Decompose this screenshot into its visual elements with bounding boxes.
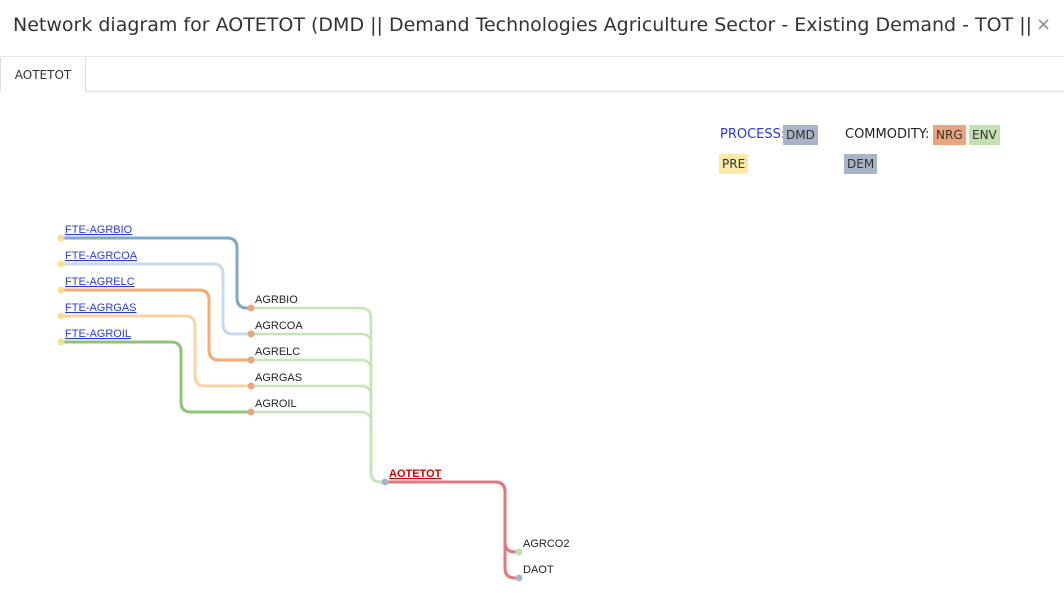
commodity-label-agroil: AGROIL [255, 398, 297, 410]
process-label-fte-agrcoa: FTE-AGRCOA [65, 250, 138, 262]
node-daot [515, 574, 523, 582]
node-agroil [247, 408, 255, 416]
commodity-label-daot: DAOT [523, 564, 554, 576]
process-label-fte-agrbio: FTE-AGRBIO [65, 224, 133, 236]
node-agrco2 [515, 548, 523, 556]
link-fte-agrelc [61, 288, 251, 362]
legend-badge-dmd: DMD [783, 125, 818, 145]
node-fte-agrgas [57, 312, 65, 320]
node-fte-agroil [57, 338, 65, 346]
process-label-fte-agroil: FTE-AGROIL [65, 328, 131, 340]
link-fte-agrbio [61, 236, 251, 310]
close-icon[interactable]: × [1036, 14, 1052, 35]
link-agroil-to-focus [251, 410, 385, 484]
node-agrelc [247, 356, 255, 364]
node-agrcoa [247, 330, 255, 338]
link-fte-agrcoa [61, 262, 251, 336]
node-fte-agrbio [57, 234, 65, 242]
focus-process-label: AOTETOT [389, 468, 442, 480]
commodity-label-agrbio: AGRBIO [255, 294, 298, 306]
legend-badge-pre: PRE [719, 154, 749, 174]
legend-badge-dem: DEM [844, 154, 878, 174]
title-bar: Network diagram for AOTETOT (DMD || Dema… [0, 0, 1064, 57]
commodity-label-agrco2: AGRCO2 [523, 538, 569, 550]
legend-commodity-label: COMMODITY: [845, 127, 930, 142]
link-fte-agrgas [61, 314, 251, 388]
commodity-label-agrcoa: AGRCOA [255, 320, 303, 332]
legend-badge-nrg: NRG [933, 125, 966, 145]
process-label-fte-agrelc: FTE-AGRELC [65, 276, 135, 288]
node-fte-agrelc [57, 286, 65, 294]
node-agrgas [247, 382, 255, 390]
link-fte-agroil [61, 340, 251, 414]
tab-aotetot[interactable]: AOTETOT [0, 58, 86, 92]
commodity-label-agrelc: AGRELC [255, 346, 300, 358]
commodity-label-agrgas: AGRGAS [255, 372, 302, 384]
legend-process-label: PROCESS: [720, 127, 786, 142]
legend-badge-env: ENV [969, 125, 1000, 145]
tab-bar: AOTETOT [0, 58, 1064, 92]
link-focus-to-agrco2 [385, 480, 519, 554]
window-title: Network diagram for AOTETOT (DMD || Dema… [13, 14, 1033, 36]
node-fte-agrcoa [57, 260, 65, 268]
link-focus-to-daot [385, 480, 519, 580]
process-label-fte-agrgas: FTE-AGRGAS [65, 302, 137, 314]
node-focus-process [381, 478, 389, 486]
node-agrbio [247, 304, 255, 312]
